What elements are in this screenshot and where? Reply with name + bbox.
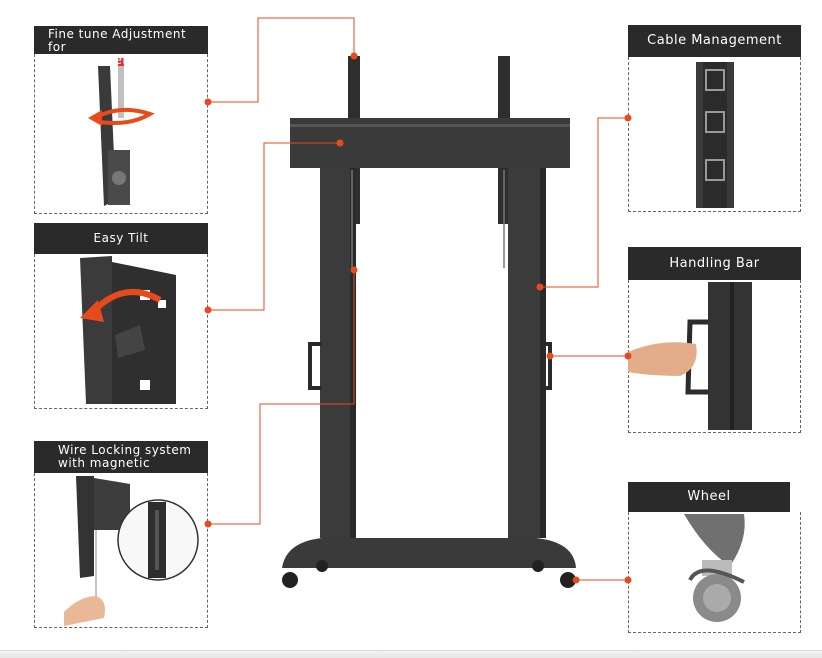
wire-lock-label: Wire Locking system with magnetic — [34, 441, 208, 473]
cable-illustration — [696, 62, 734, 208]
handling-illustration — [628, 282, 752, 430]
easy-tilt-label: Easy Tilt — [34, 223, 208, 254]
wire-lock-illustration — [64, 476, 199, 626]
tilt-arrow-icon — [80, 300, 104, 322]
fine-tune-illustration — [88, 58, 155, 206]
tv-stand — [282, 56, 576, 588]
callout-dots — [204, 52, 632, 584]
cable-label: Cable Management — [628, 25, 801, 57]
easy-tilt-illustration — [80, 256, 176, 404]
callout-connectors — [208, 17, 628, 581]
rotate-arrow-icon — [88, 110, 102, 126]
bottom-strip — [0, 650, 822, 658]
handling-label: Handling Bar — [628, 247, 801, 280]
fine-tune-label: Fine tune Adjustment for screen level — [34, 26, 208, 67]
wheel-illustration — [684, 514, 745, 622]
wheel-label: Wheel — [628, 482, 790, 512]
